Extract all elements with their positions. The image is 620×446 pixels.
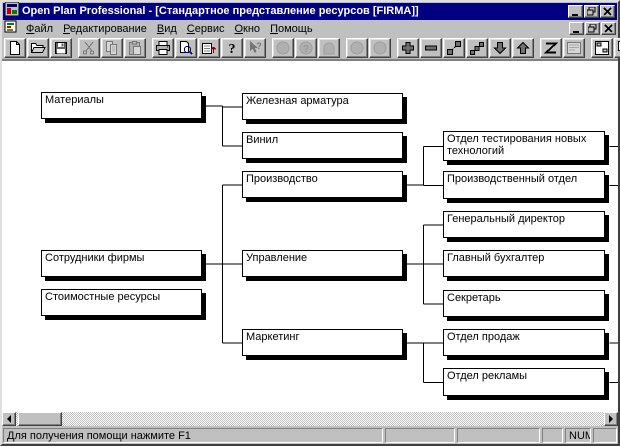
arch-icon: [321, 40, 337, 56]
move-down-button[interactable]: [489, 37, 511, 58]
tree-node-materials[interactable]: Материалы: [41, 92, 202, 119]
form-view-button: [563, 37, 585, 58]
child-restore-button[interactable]: [585, 22, 600, 35]
minimize-button[interactable]: [568, 5, 583, 18]
horizontal-scrollbar[interactable]: [2, 412, 618, 426]
print-button[interactable]: [152, 37, 174, 58]
up-icon: [515, 40, 531, 56]
scrollbar-thumb[interactable]: [18, 412, 62, 426]
insert-icon: [201, 40, 217, 56]
paste-button: [124, 37, 146, 58]
plus-icon: [400, 40, 416, 56]
circle-icon: [349, 40, 365, 56]
tree-node-prod-dept[interactable]: Производственный отдел: [443, 171, 605, 199]
status-panel: [593, 428, 617, 443]
right-arrow-icon: [609, 415, 617, 423]
menu-сервис[interactable]: Сервис: [186, 22, 225, 35]
tree-node-secretary[interactable]: Секретарь: [443, 290, 605, 317]
printer-icon: [155, 40, 171, 56]
menu-вид[interactable]: Вид: [156, 22, 177, 35]
tree-node-cost[interactable]: Стоимостные ресурсы: [41, 289, 202, 316]
remove-node-button[interactable]: [420, 37, 442, 58]
zigzag-view-button[interactable]: [540, 37, 562, 58]
page-icon: [7, 40, 23, 56]
status-bar: Для получения помощи нажмите F1 NUM: [2, 426, 618, 444]
circle-icon: [372, 40, 388, 56]
scroll-right-button[interactable]: [604, 412, 618, 426]
circleq-icon: [298, 40, 314, 56]
ctxhelp-icon: [247, 40, 263, 56]
menu-окно[interactable]: Окно: [234, 22, 261, 35]
tree-node-marketing[interactable]: Маркетинг: [242, 329, 403, 356]
help-button[interactable]: [221, 37, 243, 58]
add-node-button[interactable]: [397, 37, 419, 58]
status-panel: [457, 428, 540, 443]
restore-button[interactable]: [584, 5, 599, 18]
window-cascade-button[interactable]: [614, 37, 620, 58]
circle-icon: [275, 40, 291, 56]
tree-node-testing[interactable]: Отдел тестирования новых технологий: [443, 131, 605, 161]
scroll-left-button[interactable]: [2, 412, 16, 426]
tree-node-director[interactable]: Генеральный директор: [443, 211, 605, 238]
child-minimize-button[interactable]: [569, 22, 584, 35]
move-up-button[interactable]: [512, 37, 534, 58]
tree-node-vinyl[interactable]: Винил: [242, 132, 403, 159]
tree-node-ads[interactable]: Отдел рекламы: [443, 368, 605, 396]
tree-connectors: [202, 105, 618, 383]
menu-редактирование[interactable]: Редактирование: [63, 22, 147, 35]
resource-arch-button: [318, 37, 340, 58]
cut-button: [78, 37, 100, 58]
tree-node-employees[interactable]: Сотрудники фирмы: [41, 250, 202, 277]
status-panel: [542, 428, 563, 443]
menu-помощь[interactable]: Помощь: [270, 22, 313, 35]
tree-node-accountant[interactable]: Главный бухгалтер: [443, 250, 605, 277]
winsplit-icon: [594, 40, 610, 56]
tree-node-sales[interactable]: Отдел продаж: [443, 329, 605, 356]
toolbar: [2, 36, 620, 60]
link-icon: [446, 40, 462, 56]
window-title: Open Plan Professional - [Стандартное пр…: [22, 5, 419, 17]
tree-node-production[interactable]: Производство: [242, 171, 403, 198]
copy-button: [101, 37, 123, 58]
resource-view-button: [272, 37, 294, 58]
paste-icon: [127, 40, 143, 56]
tree-node-management[interactable]: Управление: [242, 250, 403, 277]
help-icon: [224, 40, 240, 56]
insert-columns-button[interactable]: [198, 37, 220, 58]
status-message: Для получения помощи нажмите F1: [3, 428, 383, 443]
status-indicator-num: NUM: [565, 428, 591, 443]
menu-файл[interactable]: Файл: [26, 22, 54, 35]
new-button[interactable]: [4, 37, 26, 58]
left-arrow-icon: [3, 415, 11, 423]
folder-icon: [30, 40, 46, 56]
resource-query-button: [295, 37, 317, 58]
menu-bar: Файл Редактирование Вид Сервис Окно Помощь: [2, 20, 618, 38]
app-icon[interactable]: [4, 1, 20, 21]
link-nodes-button[interactable]: [443, 37, 465, 58]
copy-icon: [104, 40, 120, 56]
window-split-button[interactable]: [591, 37, 613, 58]
close-button[interactable]: [600, 5, 615, 18]
status-panel: [385, 428, 455, 443]
form-icon: [566, 40, 582, 56]
steps-icon: [469, 40, 485, 56]
document-icon[interactable]: [4, 20, 17, 38]
preview-icon: [178, 40, 194, 56]
context-help-button: [244, 37, 266, 58]
resource-circle-b-button: [369, 37, 391, 58]
tree-node-iron[interactable]: Железная арматура: [242, 93, 403, 120]
title-bar: Open Plan Professional - [Стандартное пр…: [3, 1, 617, 21]
save-button[interactable]: [50, 37, 72, 58]
minus-icon: [423, 40, 439, 56]
print-preview-button[interactable]: [175, 37, 197, 58]
zigzag-icon: [543, 40, 559, 56]
scissors-icon: [81, 40, 97, 56]
floppy-icon: [53, 40, 69, 56]
down-icon: [492, 40, 508, 56]
open-button[interactable]: [27, 37, 49, 58]
child-close-button[interactable]: [601, 22, 616, 35]
steps-button[interactable]: [466, 37, 488, 58]
resource-circle-a-button: [346, 37, 368, 58]
